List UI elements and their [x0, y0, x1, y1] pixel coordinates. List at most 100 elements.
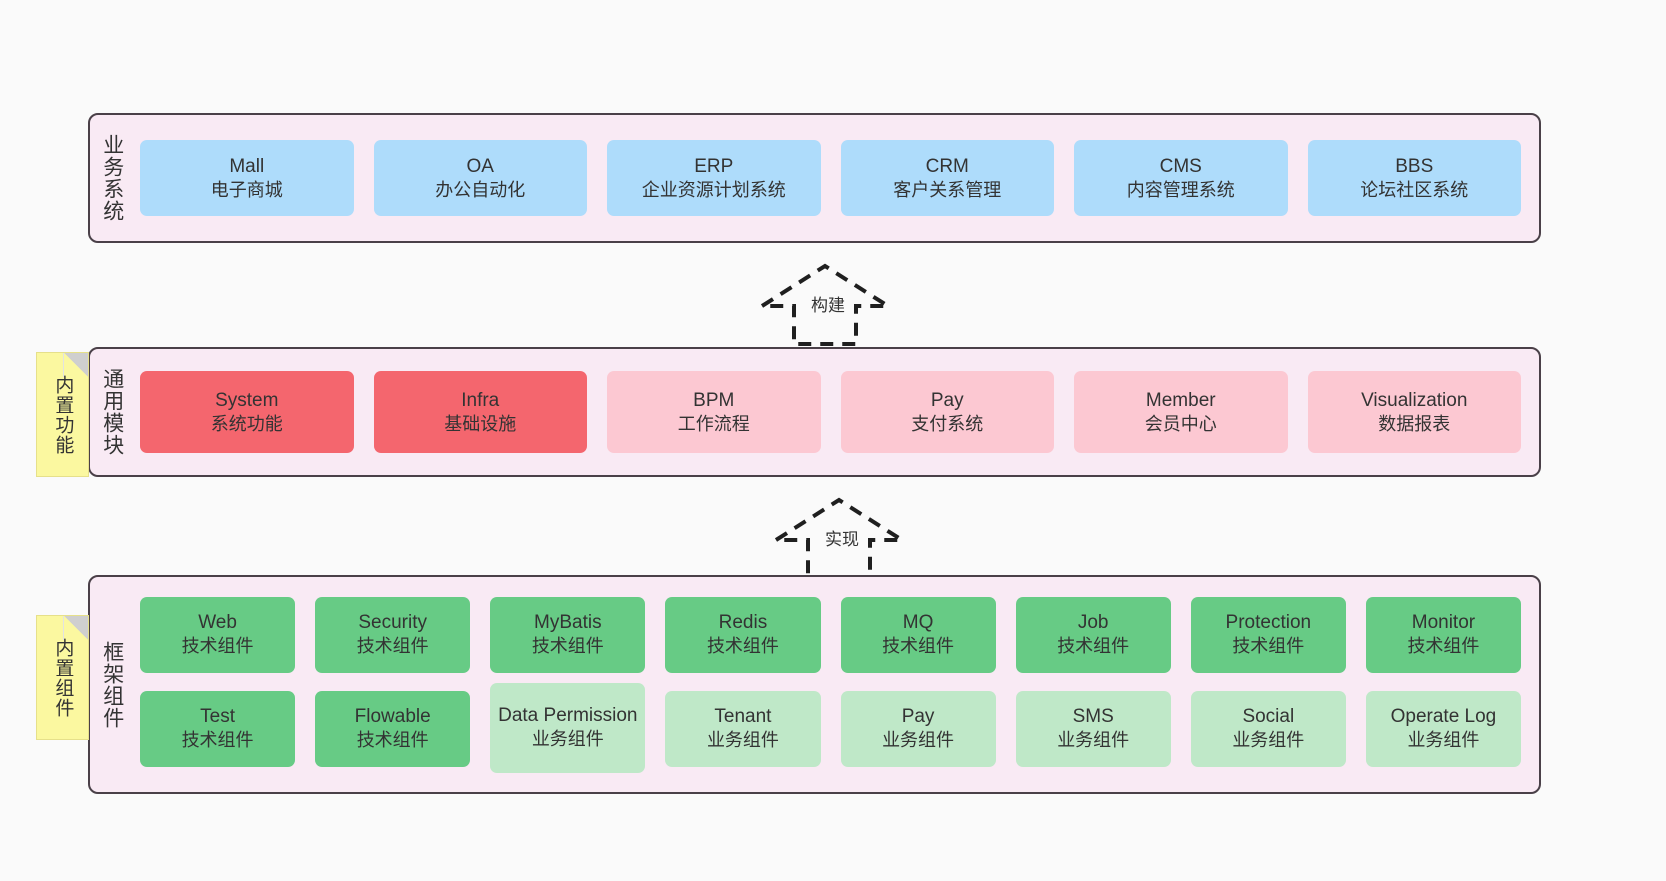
card-tenant[interactable]: Tenant 业务组件 — [665, 690, 821, 767]
card-title: CRM — [925, 155, 969, 177]
layer-title-framework: 框架组件 — [100, 640, 124, 729]
card-subtitle: 技术组件 — [1232, 636, 1305, 657]
card-title: BBS — [1395, 155, 1434, 177]
arrow-implement-label: 实现 — [825, 530, 859, 549]
business-card-row: Mall 电子商城 OA 办公自动化 ERP 企业资源计划系统 CRM 客户关系… — [140, 140, 1521, 216]
card-visualization[interactable]: Visualization 数据报表 — [1307, 371, 1521, 453]
card-title: MQ — [902, 612, 934, 634]
card-subtitle: 业务组件 — [1232, 730, 1305, 751]
card-sms[interactable]: SMS 业务组件 — [1015, 690, 1171, 767]
card-title: Data Permission — [498, 705, 638, 727]
layer-body-common: System 系统功能 Infra 基础设施 BPM 工作流程 Pay 支付系统… — [134, 349, 1539, 475]
card-subtitle: 办公自动化 — [435, 179, 526, 200]
card-title: BPM — [693, 389, 735, 411]
card-subtitle: 电子商城 — [210, 179, 283, 200]
card-flowable[interactable]: Flowable 技术组件 — [315, 690, 471, 767]
card-subtitle: 系统功能 — [210, 413, 283, 434]
card-title: Mall — [229, 155, 265, 177]
card-security[interactable]: Security 技术组件 — [315, 596, 471, 673]
card-subtitle: 论坛社区系统 — [1360, 179, 1469, 200]
card-title: Infra — [461, 389, 500, 411]
card-subtitle: 会员中心 — [1144, 413, 1217, 434]
card-web[interactable]: Web 技术组件 — [140, 596, 296, 673]
card-title: Pay — [930, 389, 964, 411]
card-redis[interactable]: Redis 技术组件 — [665, 596, 821, 673]
card-title: Visualization — [1361, 389, 1468, 411]
layer-title-common: 通用模块 — [100, 368, 124, 456]
note-label: 内置组件 — [52, 637, 74, 718]
card-subtitle: 技术组件 — [181, 636, 254, 657]
card-title: System — [215, 389, 279, 411]
note-builtin-components[interactable]: 内置组件 — [36, 615, 89, 740]
layer-title-business: 业务系统 — [100, 134, 124, 222]
layer-business-systems: 业务系统 Mall 电子商城 OA 办公自动化 ERP 企业资源计划系统 CRM… — [88, 113, 1541, 243]
card-mybatis[interactable]: MyBatis 技术组件 — [490, 596, 646, 673]
card-subtitle: 客户关系管理 — [893, 179, 1002, 200]
card-title: Member — [1145, 389, 1216, 411]
card-mq[interactable]: MQ 技术组件 — [840, 596, 996, 673]
card-title: SMS — [1072, 706, 1114, 728]
card-title: Pay — [901, 706, 935, 728]
card-oa[interactable]: OA 办公自动化 — [373, 140, 587, 216]
common-card-row: System 系统功能 Infra 基础设施 BPM 工作流程 Pay 支付系统… — [140, 371, 1521, 453]
page-fold-icon — [63, 353, 88, 377]
card-erp[interactable]: ERP 企业资源计划系统 — [607, 140, 821, 216]
card-subtitle: 内容管理系统 — [1126, 179, 1235, 200]
arrow-build-shape — [755, 263, 895, 346]
card-crm[interactable]: CRM 客户关系管理 — [840, 140, 1054, 216]
card-mall[interactable]: Mall 电子商城 — [140, 140, 354, 216]
card-pay-component[interactable]: Pay 业务组件 — [840, 690, 996, 767]
card-title: Social — [1242, 706, 1295, 728]
arrow-implement-shape — [769, 497, 909, 580]
card-subtitle: 技术组件 — [706, 636, 779, 657]
card-data-permission[interactable]: Data Permission 业务组件 — [490, 682, 646, 773]
arrow-implement: 实现 — [766, 492, 926, 580]
card-title: MyBatis — [534, 612, 602, 634]
card-subtitle: 企业资源计划系统 — [641, 179, 786, 200]
card-subtitle: 业务组件 — [1057, 730, 1130, 751]
card-subtitle: 支付系统 — [911, 413, 984, 434]
card-cms[interactable]: CMS 内容管理系统 — [1074, 140, 1288, 216]
arrow-build-label: 构建 — [811, 296, 845, 315]
card-test[interactable]: Test 技术组件 — [140, 690, 296, 767]
card-subtitle: 技术组件 — [356, 730, 429, 751]
card-title: ERP — [694, 155, 734, 177]
card-bbs[interactable]: BBS 论坛社区系统 — [1307, 140, 1521, 216]
card-subtitle: 技术组件 — [181, 730, 254, 751]
note-label: 内置功能 — [52, 374, 74, 455]
card-subtitle: 业务组件 — [1407, 730, 1480, 751]
page-fold-icon — [63, 616, 88, 640]
card-social[interactable]: Social 业务组件 — [1190, 690, 1346, 767]
card-title: Flowable — [354, 706, 431, 728]
card-title: Protection — [1225, 612, 1312, 634]
card-operate-log[interactable]: Operate Log 业务组件 — [1365, 690, 1521, 767]
layer-framework-components: 框架组件 Web 技术组件 Security 技术组件 MyBatis 技术组件… — [88, 575, 1541, 794]
card-member[interactable]: Member 会员中心 — [1074, 371, 1288, 453]
card-system[interactable]: System 系统功能 — [140, 371, 354, 453]
card-title: Operate Log — [1390, 706, 1497, 728]
card-pay-module[interactable]: Pay 支付系统 — [840, 371, 1054, 453]
card-title: Redis — [718, 612, 768, 634]
card-subtitle: 数据报表 — [1378, 413, 1451, 434]
card-subtitle: 业务组件 — [706, 730, 779, 751]
card-title: Test — [200, 706, 235, 728]
card-title: Security — [358, 612, 427, 634]
card-subtitle: 技术组件 — [1407, 636, 1480, 657]
card-job[interactable]: Job 技术组件 — [1015, 596, 1171, 673]
card-subtitle: 技术组件 — [356, 636, 429, 657]
note-builtin-functions[interactable]: 内置功能 — [36, 352, 89, 477]
card-bpm[interactable]: BPM 工作流程 — [607, 371, 821, 453]
card-title: Tenant — [714, 706, 772, 728]
card-infra[interactable]: Infra 基础设施 — [373, 371, 587, 453]
card-protection[interactable]: Protection 技术组件 — [1190, 596, 1346, 673]
card-subtitle: 基础设施 — [444, 413, 517, 434]
arrow-build: 构建 — [752, 258, 912, 346]
card-subtitle: 业务组件 — [882, 730, 955, 751]
card-title: Web — [198, 612, 237, 634]
framework-tech-row: Web 技术组件 Security 技术组件 MyBatis 技术组件 Redi… — [140, 596, 1521, 673]
card-title: Monitor — [1411, 612, 1476, 634]
card-monitor[interactable]: Monitor 技术组件 — [1365, 596, 1521, 673]
card-title: CMS — [1159, 155, 1202, 177]
framework-business-row: Test 技术组件 Flowable 技术组件 Data Permission … — [140, 682, 1521, 773]
card-title: OA — [466, 155, 494, 177]
